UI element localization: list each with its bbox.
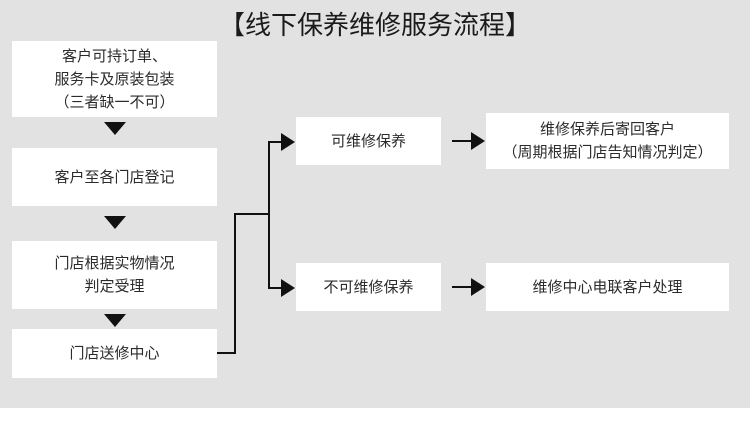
connector-step4-out xyxy=(217,352,236,354)
node-branch-no[interactable]: 不可维修保养 xyxy=(296,263,441,311)
node-step-3-label: 门店根据实物情况 判定受理 xyxy=(18,252,211,298)
connector-split-to-branch-yes xyxy=(268,141,284,143)
connector-split-spine xyxy=(268,141,270,289)
node-branch-yes-line-1: 可维修保养 xyxy=(330,132,406,150)
connector-branch-no-to-outcome xyxy=(452,286,474,288)
node-outcome-no[interactable]: 维修中心电联客户处理 xyxy=(486,263,729,311)
node-outcome-yes-label: 维修保养后寄回客户 （周期根据门店告知情况判定） xyxy=(492,118,723,164)
node-step-1-line-1: 客户可持订单、 xyxy=(61,47,167,65)
node-step-1-line-2: 服务卡及原装包装 xyxy=(54,70,175,88)
node-outcome-no-label: 维修中心电联客户处理 xyxy=(492,276,723,299)
arrow-right-to-outcome-yes xyxy=(471,132,485,150)
arrow-right-to-branch-yes xyxy=(281,133,295,151)
node-outcome-yes[interactable]: 维修保养后寄回客户 （周期根据门店告知情况判定） xyxy=(486,113,729,169)
connector-branch-yes-to-outcome xyxy=(452,140,474,142)
connector-step4-riser xyxy=(234,213,236,354)
page-title: 【线下保养维修服务流程】 xyxy=(218,10,531,40)
node-outcome-yes-line-2: （周期根据门店告知情况判定） xyxy=(502,144,713,161)
arrow-right-to-outcome-no xyxy=(471,278,485,296)
node-step-1-label: 客户可持订单、 服务卡及原装包装 （三者缺一不可） xyxy=(18,45,211,114)
node-step-1[interactable]: 客户可持订单、 服务卡及原装包装 （三者缺一不可） xyxy=(12,41,217,117)
arrow-right-to-branch-no xyxy=(281,279,295,297)
node-branch-yes-label: 可维修保养 xyxy=(302,130,435,153)
node-step-3[interactable]: 门店根据实物情况 判定受理 xyxy=(12,241,217,309)
node-step-4-line-1: 门店送修中心 xyxy=(69,345,160,362)
node-step-2-label: 客户至各门店登记 xyxy=(18,166,211,189)
arrow-down-step1-step2 xyxy=(104,122,126,135)
connector-split-to-branch-no xyxy=(268,287,284,289)
node-branch-no-line-1: 不可维修保养 xyxy=(323,278,414,296)
node-outcome-no-line-1: 维修中心电联客户处理 xyxy=(532,278,683,296)
node-step-4-label: 门店送修中心 xyxy=(18,342,211,365)
connector-to-split xyxy=(234,213,270,215)
node-branch-no-label: 不可维修保养 xyxy=(302,276,435,299)
node-step-4[interactable]: 门店送修中心 xyxy=(12,329,217,378)
node-branch-yes[interactable]: 可维修保养 xyxy=(296,117,441,165)
node-step-3-line-1: 门店根据实物情况 xyxy=(54,255,175,272)
node-step-1-line-3: （三者缺一不可） xyxy=(54,93,175,111)
node-step-3-line-2: 判定受理 xyxy=(84,278,145,295)
arrow-down-step3-step4 xyxy=(104,314,126,327)
arrow-down-step2-step3 xyxy=(104,216,126,229)
node-outcome-yes-line-1: 维修保养后寄回客户 xyxy=(539,121,675,138)
node-step-2[interactable]: 客户至各门店登记 xyxy=(12,148,217,206)
node-step-2-line-1: 客户至各门店登记 xyxy=(54,168,175,186)
